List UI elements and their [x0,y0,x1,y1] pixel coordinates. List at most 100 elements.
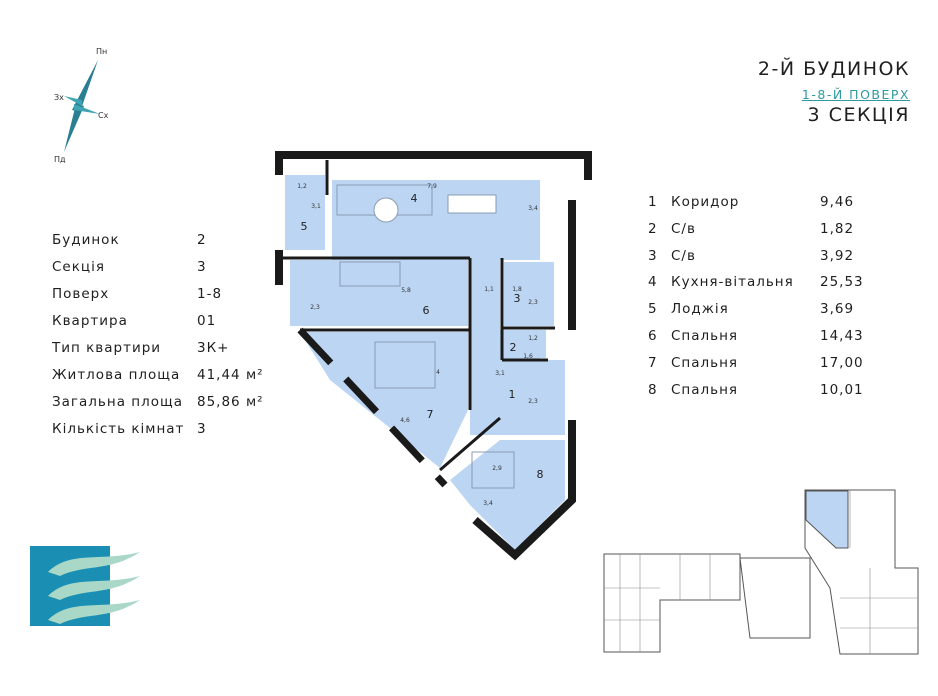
exterior-wall-right-lower [472,420,576,561]
exterior-wall-top [275,151,592,180]
exterior-wall-diagonal [297,327,448,488]
room-area: 3,92 [820,247,855,264]
info-label: Квартира [52,313,128,329]
dim-label: 1,8 [512,286,522,293]
room-area: 3,69 [820,301,855,318]
room-number: 8 [648,381,658,398]
room-name: Кухня-вітальня [671,274,794,291]
room-fill-2-bathroom [504,330,546,358]
dim-label: 7,9 [427,183,437,190]
info-value: 85,86 м² [197,394,264,410]
key-plan-left-wing [603,553,741,653]
floors-link[interactable]: 1-8-Й ПОВЕРХ [801,87,910,102]
room-number: 3 [648,247,658,264]
room-name: С/в [671,220,696,237]
room-number: 1 [648,194,658,210]
room-number: 2 [648,220,658,237]
dim-label: 3,4 [528,205,538,212]
room-label-5: 5 [301,220,308,233]
dim-label: 3,1 [495,370,505,377]
info-label: Загальна площа [52,394,183,410]
room-label-8: 8 [537,468,544,481]
dim-label: 2,3 [310,304,320,311]
bed-outline-8 [471,451,515,489]
room-fill-7-bedroom [300,332,468,468]
logo-wave-bottom [48,600,140,624]
info-label: Поверх [52,286,110,302]
section-title: 3 СЕКЦІЯ [807,104,910,126]
room-name: Спальня [671,327,739,344]
dim-label: 1,1 [484,286,494,293]
room-name: Коридор [671,194,740,210]
room-area: 1,82 [820,220,855,237]
info-label: Кількість кімнат [52,421,185,437]
compass-south-label: Пд [54,155,66,164]
info-label: Тип квартири [52,340,162,356]
dim-label: 2,3 [528,299,538,306]
wardrobe-outline-6 [339,261,401,287]
room-name: Спальня [671,354,739,371]
room-area: 25,53 [820,274,864,291]
room-name: Спальня [671,381,739,398]
room-label-7: 7 [427,408,434,421]
building-key-plan [603,489,919,655]
compass-needle-north [72,60,98,112]
room-area: 9,46 [820,194,855,210]
info-label: Секція [52,259,105,275]
key-plan-right-wing [804,489,919,655]
room-fill-3-bathroom [504,262,554,326]
wall-bedroom8 [439,416,501,472]
room-label-6: 6 [423,304,430,317]
compass-needle-south [64,104,84,152]
room-number: 6 [648,327,658,344]
building-title: 2-Й БУДИНОК [757,58,910,80]
logo-wave-top [48,552,140,576]
room-label-4: 4 [411,192,418,205]
dim-label: 1,2 [528,335,538,342]
dim-label: 3,1 [311,203,321,210]
info-value: 01 [197,313,217,329]
room-name: С/в [671,247,696,264]
room-area: 14,43 [820,327,864,344]
room-number: 7 [648,354,658,371]
info-value: 1-8 [197,286,223,302]
room-name: Лоджія [671,301,729,318]
room-number: 5 [648,301,658,318]
room-label-2: 2 [510,341,517,354]
room-number: 4 [648,274,658,291]
info-value: 3 [197,421,207,437]
compass-north-label: Пн [96,47,107,56]
compass-west-label: Зх [54,93,64,102]
info-label: Будинок [52,232,120,248]
dim-label: 2,9 [492,465,502,472]
room-area: 17,00 [820,354,864,371]
info-value: 2 [197,232,207,248]
bed-outline-7 [374,341,436,389]
info-label: Житлова площа [52,367,181,383]
compass-needle-west [64,96,82,106]
room-label-1: 1 [509,388,516,401]
compass-needle-east [74,104,100,114]
round-table-outline [373,197,399,223]
dim-label: 5,8 [401,287,411,294]
dim-label: 3,4 [483,500,493,507]
room-fill-6-bedroom [290,260,468,326]
dim-label: 4 [436,369,440,376]
compass-rose: Пн Пд Сх Зх [54,47,109,164]
info-value: 41,44 м² [197,367,264,383]
room-fill-5-loggia [285,175,325,250]
key-plan-middle [739,557,811,639]
dim-label: 4,6 [400,417,410,424]
room-fill-8-bedroom [450,440,565,550]
room-fill-4-kitchen-living [332,180,540,260]
dim-label: 2,3 [528,398,538,405]
info-value: 3К+ [197,340,230,356]
dining-table-outline [447,194,497,214]
room-label-3: 3 [514,292,521,305]
dim-label: 1,6 [523,353,533,360]
company-logo [30,546,140,626]
info-value: 3 [197,259,207,275]
dim-label: 1,2 [297,183,307,190]
room-area: 10,01 [820,381,864,398]
